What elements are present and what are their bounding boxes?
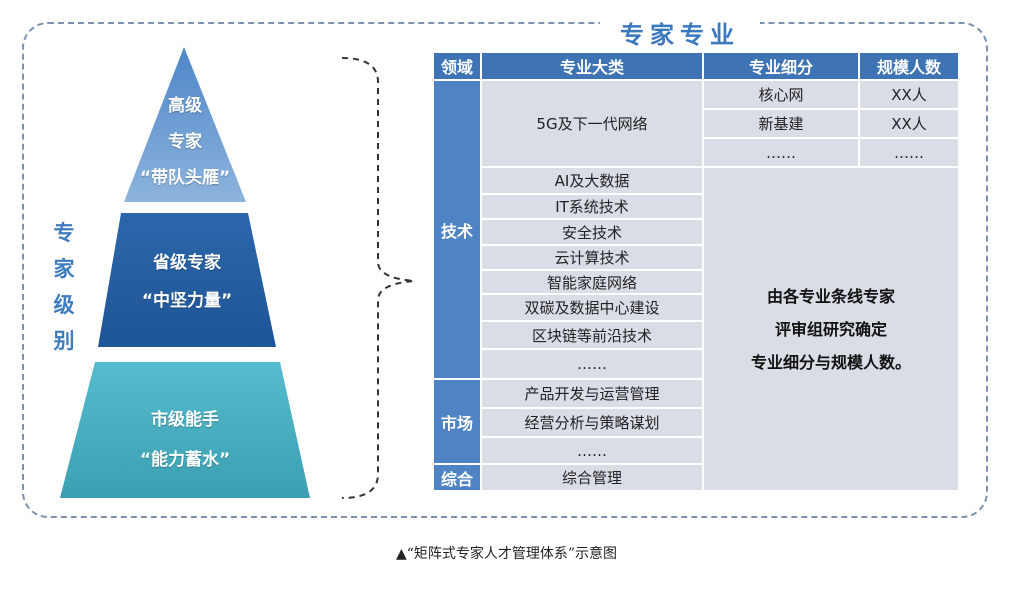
header-cell: 专业细分 (704, 53, 858, 79)
expert-level-vertical-label: 专家级别 (50, 215, 78, 359)
subfield-cell: …… (704, 139, 858, 166)
tier-city-line-2: “能力蓄水” (139, 450, 231, 470)
domain-cell-tech: 技术 (434, 81, 480, 378)
pyramid-tier-senior (124, 47, 246, 202)
header-cell: 领域 (434, 53, 480, 79)
vertical-label-char: 别 (53, 329, 75, 353)
tier-city-text: 市级能手 “能力蓄水” (60, 400, 310, 480)
major-cell: IT系统技术 (482, 195, 702, 218)
header-cell: 专业大类 (482, 53, 702, 79)
header-cell: 规模人数 (860, 53, 958, 79)
tier-senior-line-1: 高级 (168, 96, 202, 116)
major-cell: AI及大数据 (482, 168, 702, 193)
subfield-cell: 新基建 (704, 110, 858, 137)
headcount-cell: XX人 (860, 110, 958, 137)
headcount-cell: XX人 (860, 81, 958, 108)
tier-provincial-line-2: “中坚力量” (141, 291, 233, 311)
domain-cell-general: 综合 (434, 465, 480, 490)
major-cell: …… (482, 350, 702, 378)
tier-city-line-1: 市级能手 (151, 410, 219, 430)
note-line: 评审组研究确定 (774, 319, 887, 339)
major-cell: …… (482, 438, 702, 463)
vertical-label-char: 家 (53, 257, 75, 281)
note-merged-cell: 由各专业条线专家评审组研究确定专业细分与规模人数。 (704, 168, 958, 490)
tier-senior-line-3: “带队头雁” (139, 168, 231, 188)
table-title: 专家专业 (600, 18, 760, 52)
vertical-label-char: 专 (53, 221, 75, 245)
note-line: 专业细分与规模人数。 (750, 352, 911, 372)
major-cell: 安全技术 (482, 220, 702, 244)
tier-provincial-text: 省级专家 “中坚力量” (98, 244, 276, 320)
pyramid-tier-provincial (98, 213, 276, 347)
major-cell: 5G及下一代网络 (482, 81, 702, 166)
major-cell: 经营分析与策略谋划 (482, 409, 702, 436)
note-line: 由各专业条线专家 (766, 286, 895, 306)
tier-senior-line-2: 专家 (168, 132, 202, 152)
major-cell: 综合管理 (482, 465, 702, 490)
domain-cell-market: 市场 (434, 380, 480, 463)
pyramid-tier-city (60, 362, 310, 498)
figure-caption: ▲“矩阵式专家人才管理体系”示意图 (395, 546, 618, 562)
major-cell: 云计算技术 (482, 246, 702, 269)
major-cell: 区块链等前沿技术 (482, 322, 702, 348)
headcount-cell: …… (860, 139, 958, 166)
vertical-label-char: 级 (53, 293, 75, 317)
tier-provincial-line-1: 省级专家 (153, 253, 221, 273)
subfield-cell: 核心网 (704, 81, 858, 108)
major-cell: 双碳及数据中心建设 (482, 295, 702, 320)
major-cell: 智能家庭网络 (482, 271, 702, 293)
outer-dashed-frame (22, 22, 988, 518)
major-cell: 产品开发与运营管理 (482, 380, 702, 407)
tier-senior-text: 高级 专家 “带队头雁” (124, 88, 246, 196)
